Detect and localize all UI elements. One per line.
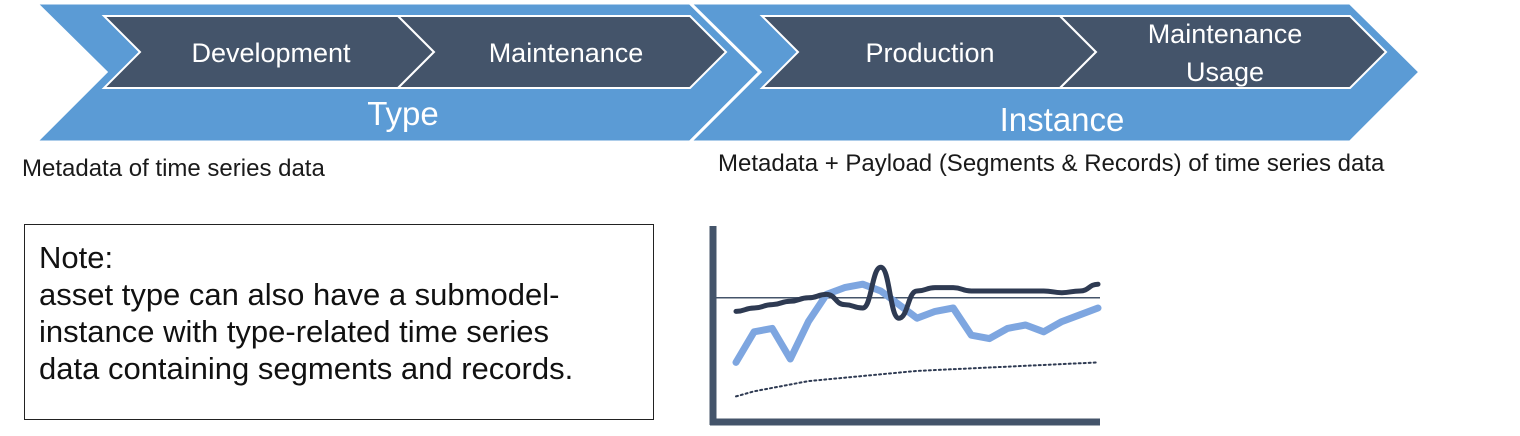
note-box: Note: asset type can also have a submode… xyxy=(24,224,654,420)
lifecycle-chevrons: Development Maintenance Production Maint… xyxy=(32,1,1423,144)
development-label: Development xyxy=(191,38,351,68)
note-line: asset type can also have a submodel- xyxy=(39,277,560,312)
dotted-series-line xyxy=(735,361,1099,398)
instance-maintenance-label: Maintenance xyxy=(1148,19,1303,49)
instance-caption: Metadata + Payload (Segments & Records) … xyxy=(718,150,1385,177)
dark-series-line xyxy=(733,264,1101,321)
type-caption: Metadata of time series data xyxy=(22,155,325,182)
type-maintenance-chevron xyxy=(395,15,728,89)
production-label: Production xyxy=(865,38,994,68)
note-line: instance with type-related time series xyxy=(39,314,550,349)
usage-label: Usage xyxy=(1186,57,1264,87)
type-maintenance-label: Maintenance xyxy=(489,38,644,68)
maintenance-usage-chevron xyxy=(1057,15,1388,89)
note-line: data containing segments and records. xyxy=(39,351,574,386)
type-label: Type xyxy=(367,95,439,132)
series-group xyxy=(732,264,1102,398)
note-line: Note: xyxy=(39,240,114,275)
instance-label: Instance xyxy=(1000,101,1125,138)
light-series-line xyxy=(732,280,1102,366)
